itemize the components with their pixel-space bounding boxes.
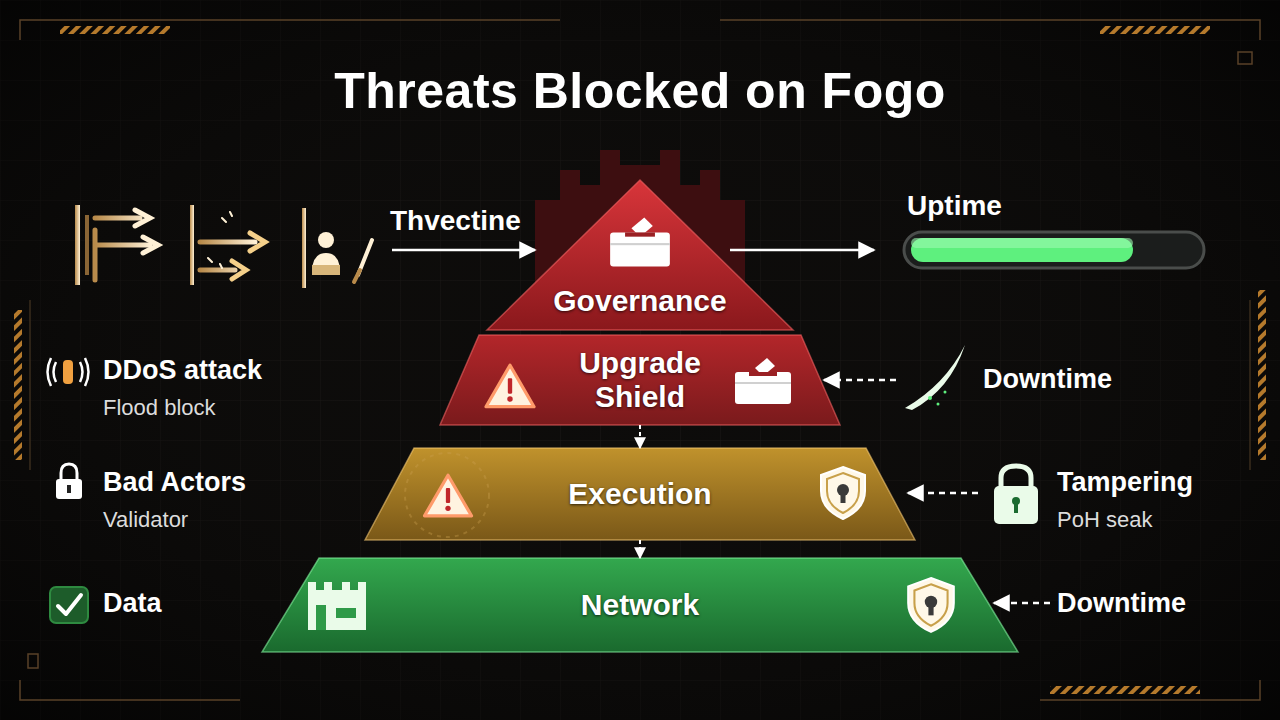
pointer-arrow xyxy=(392,249,535,252)
shield-icon xyxy=(821,467,865,519)
lock-icon xyxy=(56,464,82,499)
shield-icon xyxy=(908,578,954,632)
warning-icon xyxy=(486,365,534,406)
threat-label: Data xyxy=(103,588,162,619)
pointer-arrow xyxy=(730,249,874,252)
threat-label: Tampering xyxy=(1057,467,1193,498)
tier-fill xyxy=(487,180,793,330)
threat-sublabel: Flood block xyxy=(103,395,216,421)
warning-glow xyxy=(405,453,489,537)
castle-icon xyxy=(308,582,366,630)
pyramid-tier: Governance xyxy=(487,180,793,330)
diagram-title: Threats Blocked on Fogo xyxy=(0,62,1280,120)
threat-label: Thvectine xyxy=(390,205,521,237)
threat-label: Downtime xyxy=(1057,588,1186,619)
pyramid-tier: Network xyxy=(262,558,1018,652)
threat-arrow xyxy=(994,602,1050,605)
ballot-icon xyxy=(610,217,670,266)
threat-label: DDoS attack xyxy=(103,355,262,386)
metric-label: Uptime xyxy=(907,190,1002,222)
incoming-threat-icons xyxy=(75,205,372,288)
tier-label: Governance xyxy=(553,284,726,318)
tier-label: Execution xyxy=(568,477,711,511)
flow-connector xyxy=(639,540,641,558)
threat-arrow xyxy=(908,492,978,495)
threat-sublabel: PoH seak xyxy=(1057,507,1152,533)
ballot-icon xyxy=(735,358,791,404)
threat-sublabel: Validator xyxy=(103,507,188,533)
warning-icon xyxy=(425,475,472,516)
uptime-bar xyxy=(904,232,1204,268)
check-icon xyxy=(50,587,88,623)
tier-text: Execution xyxy=(365,448,915,540)
tier-fill xyxy=(262,558,1018,652)
pyramid-tier: Execution xyxy=(365,448,915,540)
tier-label: Network xyxy=(581,588,699,622)
tier-fill xyxy=(365,448,915,540)
frame xyxy=(14,20,1266,700)
ddos-icon xyxy=(48,358,89,386)
tier-text: Upgrade Shield xyxy=(440,335,840,425)
tier-text: Governance xyxy=(487,180,793,330)
threat-arrow xyxy=(824,379,896,382)
tier-text: Network xyxy=(262,558,1018,652)
threat-label: Downtime xyxy=(983,364,1112,395)
flow-connector xyxy=(639,425,641,448)
lock-icon xyxy=(994,466,1038,524)
slash-icon xyxy=(905,345,965,410)
pyramid-tier: Upgrade Shield xyxy=(440,335,840,425)
tier-label: Upgrade Shield xyxy=(565,346,715,413)
tier-fill xyxy=(440,335,840,425)
threat-label: Bad Actors xyxy=(103,467,246,498)
